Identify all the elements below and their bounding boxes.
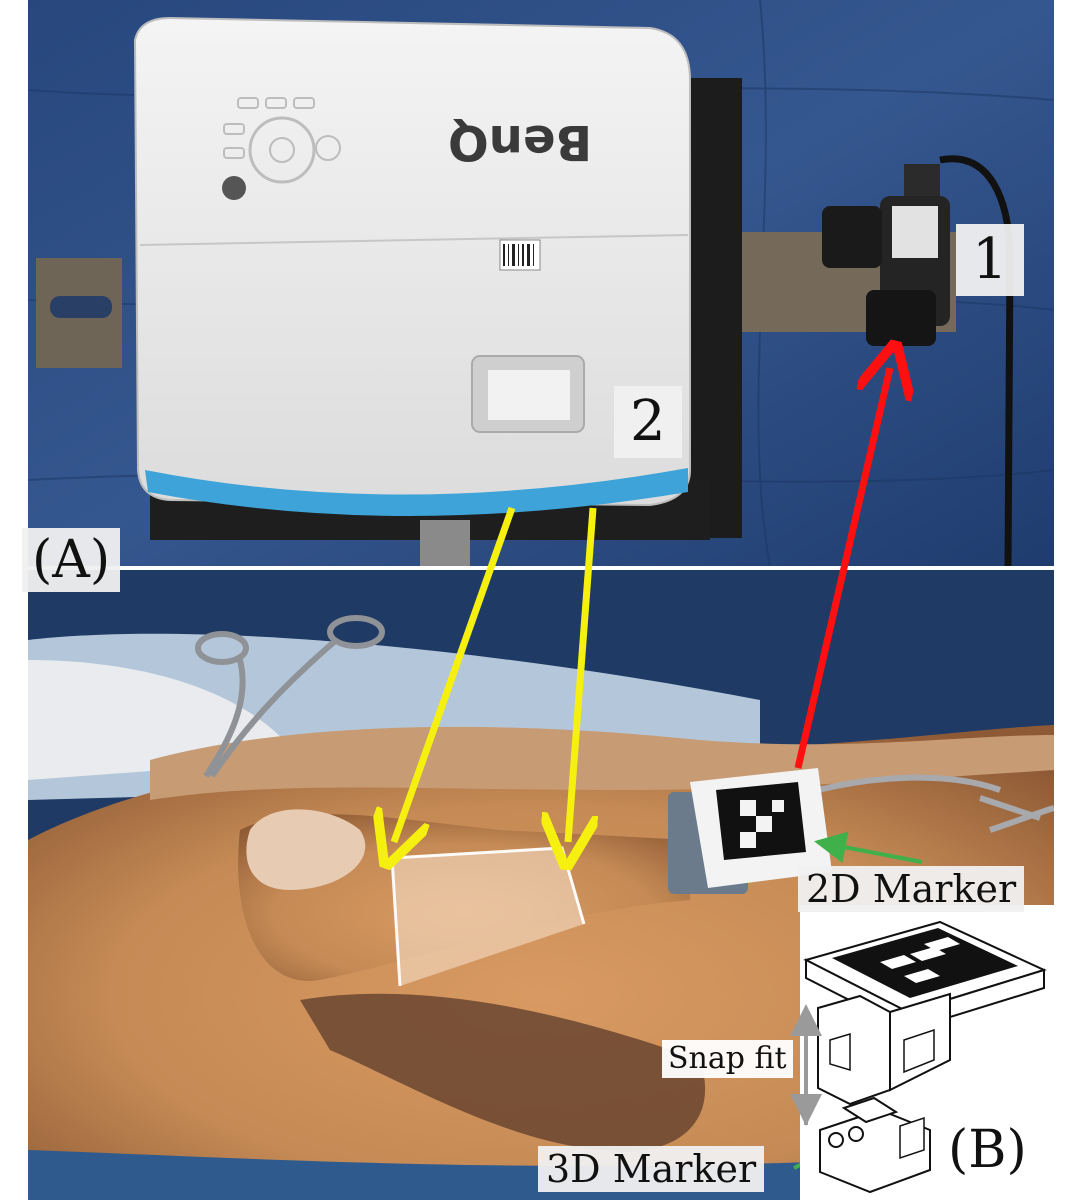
projector-brand: BenQ (448, 114, 592, 170)
marker-assembly-drawing (800, 905, 1054, 1200)
callout-projector: 2 (614, 386, 682, 458)
callout-camera: 1 (956, 224, 1024, 296)
projector-bracket (690, 78, 742, 538)
exposed-bone (246, 809, 366, 890)
surgical-clamp (195, 615, 385, 778)
panel-divider (28, 566, 1054, 570)
label-snap-fit: Snap fit (662, 1040, 793, 1078)
marker-2d-photo (668, 768, 832, 894)
camera-tracking-arrow (794, 368, 890, 769)
label-3d-marker: 3D Marker (538, 1146, 765, 1192)
projection-arrow-left (394, 506, 516, 842)
camera (822, 155, 1014, 567)
panel-label-a: (A) (22, 528, 121, 592)
projector (133, 16, 691, 516)
label-2d-marker: 2D Marker (798, 866, 1025, 912)
marker-2d-pointer (814, 831, 923, 864)
control-pad (248, 116, 316, 184)
panel-label-b: (B) (938, 1118, 1037, 1182)
projected-pattern (392, 848, 584, 986)
projection-arrow-right (568, 507, 593, 842)
